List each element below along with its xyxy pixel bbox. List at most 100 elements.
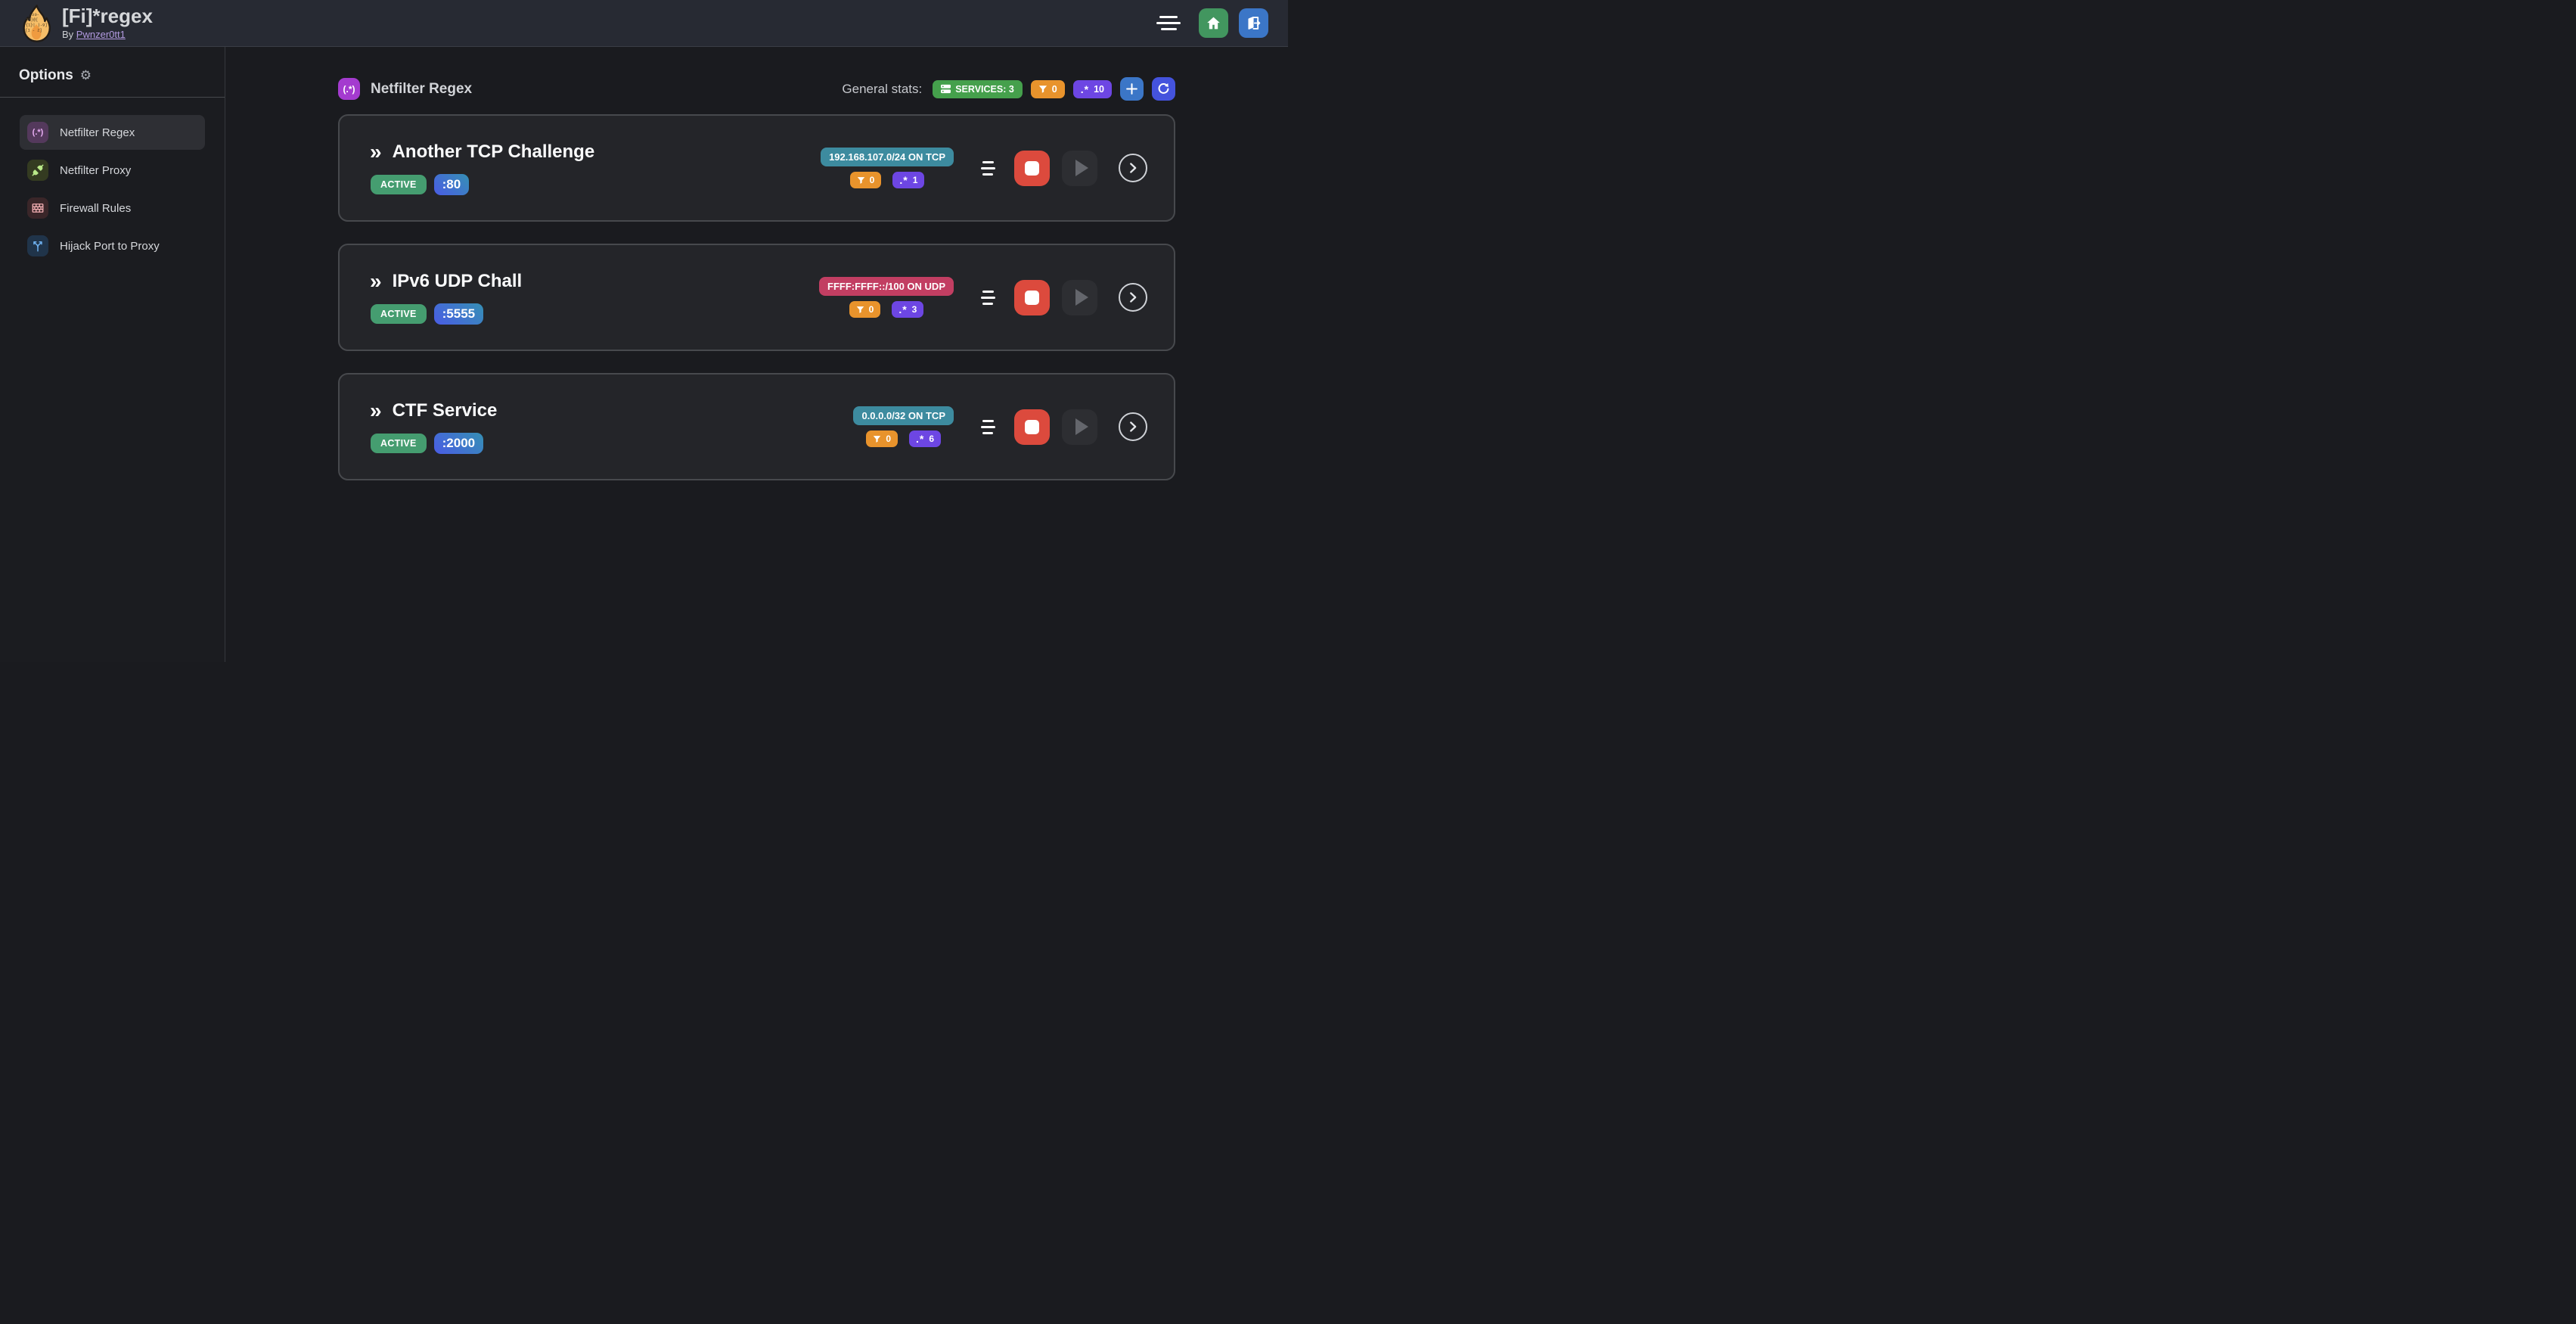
port-badge: :2000 [433,432,484,454]
chevron-right-icon [1130,292,1137,303]
plug-icon [27,160,48,181]
service-menu-icon[interactable] [978,160,998,176]
section-header: (.*) Netfilter Regex General stats: SERV… [338,77,1175,101]
stop-service-button[interactable] [1014,409,1050,445]
service-name: Another TCP Challenge [392,141,595,162]
service-name: CTF Service [392,399,498,421]
address-stats: 0.0.0.0/32 ON TCP 0 . [853,406,954,447]
regex-section-icon: (.*) [338,78,360,100]
author-link[interactable]: Pwnzer0tt1 [76,29,126,41]
svg-text:{1}| )-9]: {1}| )-9] [26,23,48,27]
sidebar-item-netfilter-proxy[interactable]: Netfilter Proxy [20,153,205,188]
regexes-count-badge: .* 1 [892,172,925,188]
funnel-icon [874,435,881,443]
service-card: » CTF Service ACTIVE :2000 0.0.0.0/32 ON… [338,373,1175,480]
section-title: Netfilter Regex [371,80,473,97]
funnel-icon [856,306,864,313]
filters-count-label: 0 [869,175,875,185]
address-badge: FFFF:FFFF::/100 ON UDP [819,277,954,296]
general-stats-label: General stats: [842,81,923,96]
add-service-button[interactable] [1120,77,1144,101]
service-list: » Another TCP Challenge ACTIVE :80 192.1… [338,114,1175,480]
topbar-actions [1155,8,1268,38]
menu-icon[interactable] [1155,16,1182,30]
logout-door-icon [1248,17,1261,30]
regex-dot-star-icon: .* [1080,82,1090,95]
stop-icon [1025,290,1039,305]
start-service-button[interactable] [1062,150,1097,186]
funnel-icon [857,176,864,184]
regexes-count-label: 3 [911,304,917,315]
sidebar-item-label: Hijack Port to Proxy [60,239,160,253]
regex-icon: (.*) [27,122,48,143]
stop-icon [1025,419,1039,434]
stop-icon [1025,160,1039,176]
service-card-right: 192.168.107.0/24 ON TCP 0 [821,148,1147,188]
filters-count-badge: 0 [849,301,881,318]
gear-icon: ⚙ [79,68,92,82]
regexes-count-label: 1 [912,175,918,185]
sidebar-item-hijack-port[interactable]: Hijack Port to Proxy [20,228,205,263]
regexes-count-label: 6 [929,434,935,444]
port-badge: :5555 [433,303,484,325]
byline: By Pwnzer0tt1 [62,29,153,40]
address-stats: FFFF:FFFF::/100 ON UDP 0 [819,277,954,318]
regex-dot-star-icon: .* [899,174,908,186]
sidebar-item-netfilter-regex[interactable]: (.*) Netfilter Regex [20,115,205,150]
open-service-button[interactable] [1119,283,1147,312]
service-card-left: » CTF Service ACTIVE :2000 [370,399,853,454]
service-card: » IPv6 UDP Chall ACTIVE :5555 FFFF:FFFF:… [338,244,1175,351]
stop-service-button[interactable] [1014,279,1050,315]
brand: -z0- 20}@[ {1}| )-9] {1 - z] [Fi]*regex … [20,4,153,43]
status-badge: ACTIVE [371,433,427,453]
regex-dot-star-icon: .* [916,433,925,445]
service-card-right: FFFF:FFFF::/100 ON UDP 0 [819,277,1147,318]
sidebar-heading: Options ⚙ [19,67,225,84]
start-service-button[interactable] [1062,279,1097,315]
services-count-badge: SERVICES: 3 [933,79,1023,98]
double-chevron-icon: » [370,269,382,293]
open-service-button[interactable] [1119,412,1147,441]
regexes-count-badge: .* 3 [892,301,924,318]
svg-text:{1 - z]: {1 - z] [25,28,42,33]
sidebar-item-firewall-rules[interactable]: Firewall Rules [20,191,205,225]
sidebar: Options ⚙ (.*) Netfilter Regex [0,47,225,662]
stop-service-button[interactable] [1014,150,1050,186]
filters-count-badge: 0 [849,172,882,188]
filters-count-label: 0 [868,304,874,315]
home-button[interactable] [1199,8,1228,38]
filters-count-badge: 0 [1030,79,1065,98]
status-badge: ACTIVE [371,174,427,194]
start-service-button[interactable] [1062,409,1097,445]
double-chevron-icon: » [370,139,382,163]
service-card-right: 0.0.0.0/32 ON TCP 0 . [853,406,1147,447]
play-icon [1075,160,1088,176]
service-card-left: » Another TCP Challenge ACTIVE :80 [370,141,821,195]
regexes-count-label: 10 [1094,83,1104,95]
main-content: (.*) Netfilter Regex General stats: SERV… [225,47,1288,662]
split-arrows-icon [27,235,48,256]
filters-count-badge: 0 [866,430,898,447]
chevron-right-icon [1130,163,1137,173]
sidebar-divider [0,97,225,98]
server-icon [941,84,951,94]
service-menu-icon[interactable] [978,290,998,305]
firewall-bricks-icon [27,197,48,219]
app-title: [Fi]*regex [62,4,153,27]
refresh-icon [1158,83,1169,94]
service-menu-icon[interactable] [978,419,998,434]
status-badge: ACTIVE [371,303,427,324]
logout-button[interactable] [1239,8,1268,38]
open-service-button[interactable] [1119,154,1147,182]
refresh-button[interactable] [1152,77,1175,101]
service-card-left: » IPv6 UDP Chall ACTIVE :5555 [370,269,819,325]
section-actions: General stats: SERVICES: 3 [842,77,1175,101]
top-bar: -z0- 20}@[ {1}| )-9] {1 - z] [Fi]*regex … [0,0,1288,47]
svg-text:20}@[: 20}@[ [26,17,39,22]
service-card: » Another TCP Challenge ACTIVE :80 192.1… [338,114,1175,222]
svg-text:-z0-: -z0- [29,12,39,17]
regex-dot-star-icon: .* [898,303,908,315]
address-stats: 192.168.107.0/24 ON TCP 0 [821,148,954,188]
firegex-app: -z0- 20}@[ {1}| )-9] {1 - z] [Fi]*regex … [0,0,1288,662]
play-icon [1075,289,1088,306]
